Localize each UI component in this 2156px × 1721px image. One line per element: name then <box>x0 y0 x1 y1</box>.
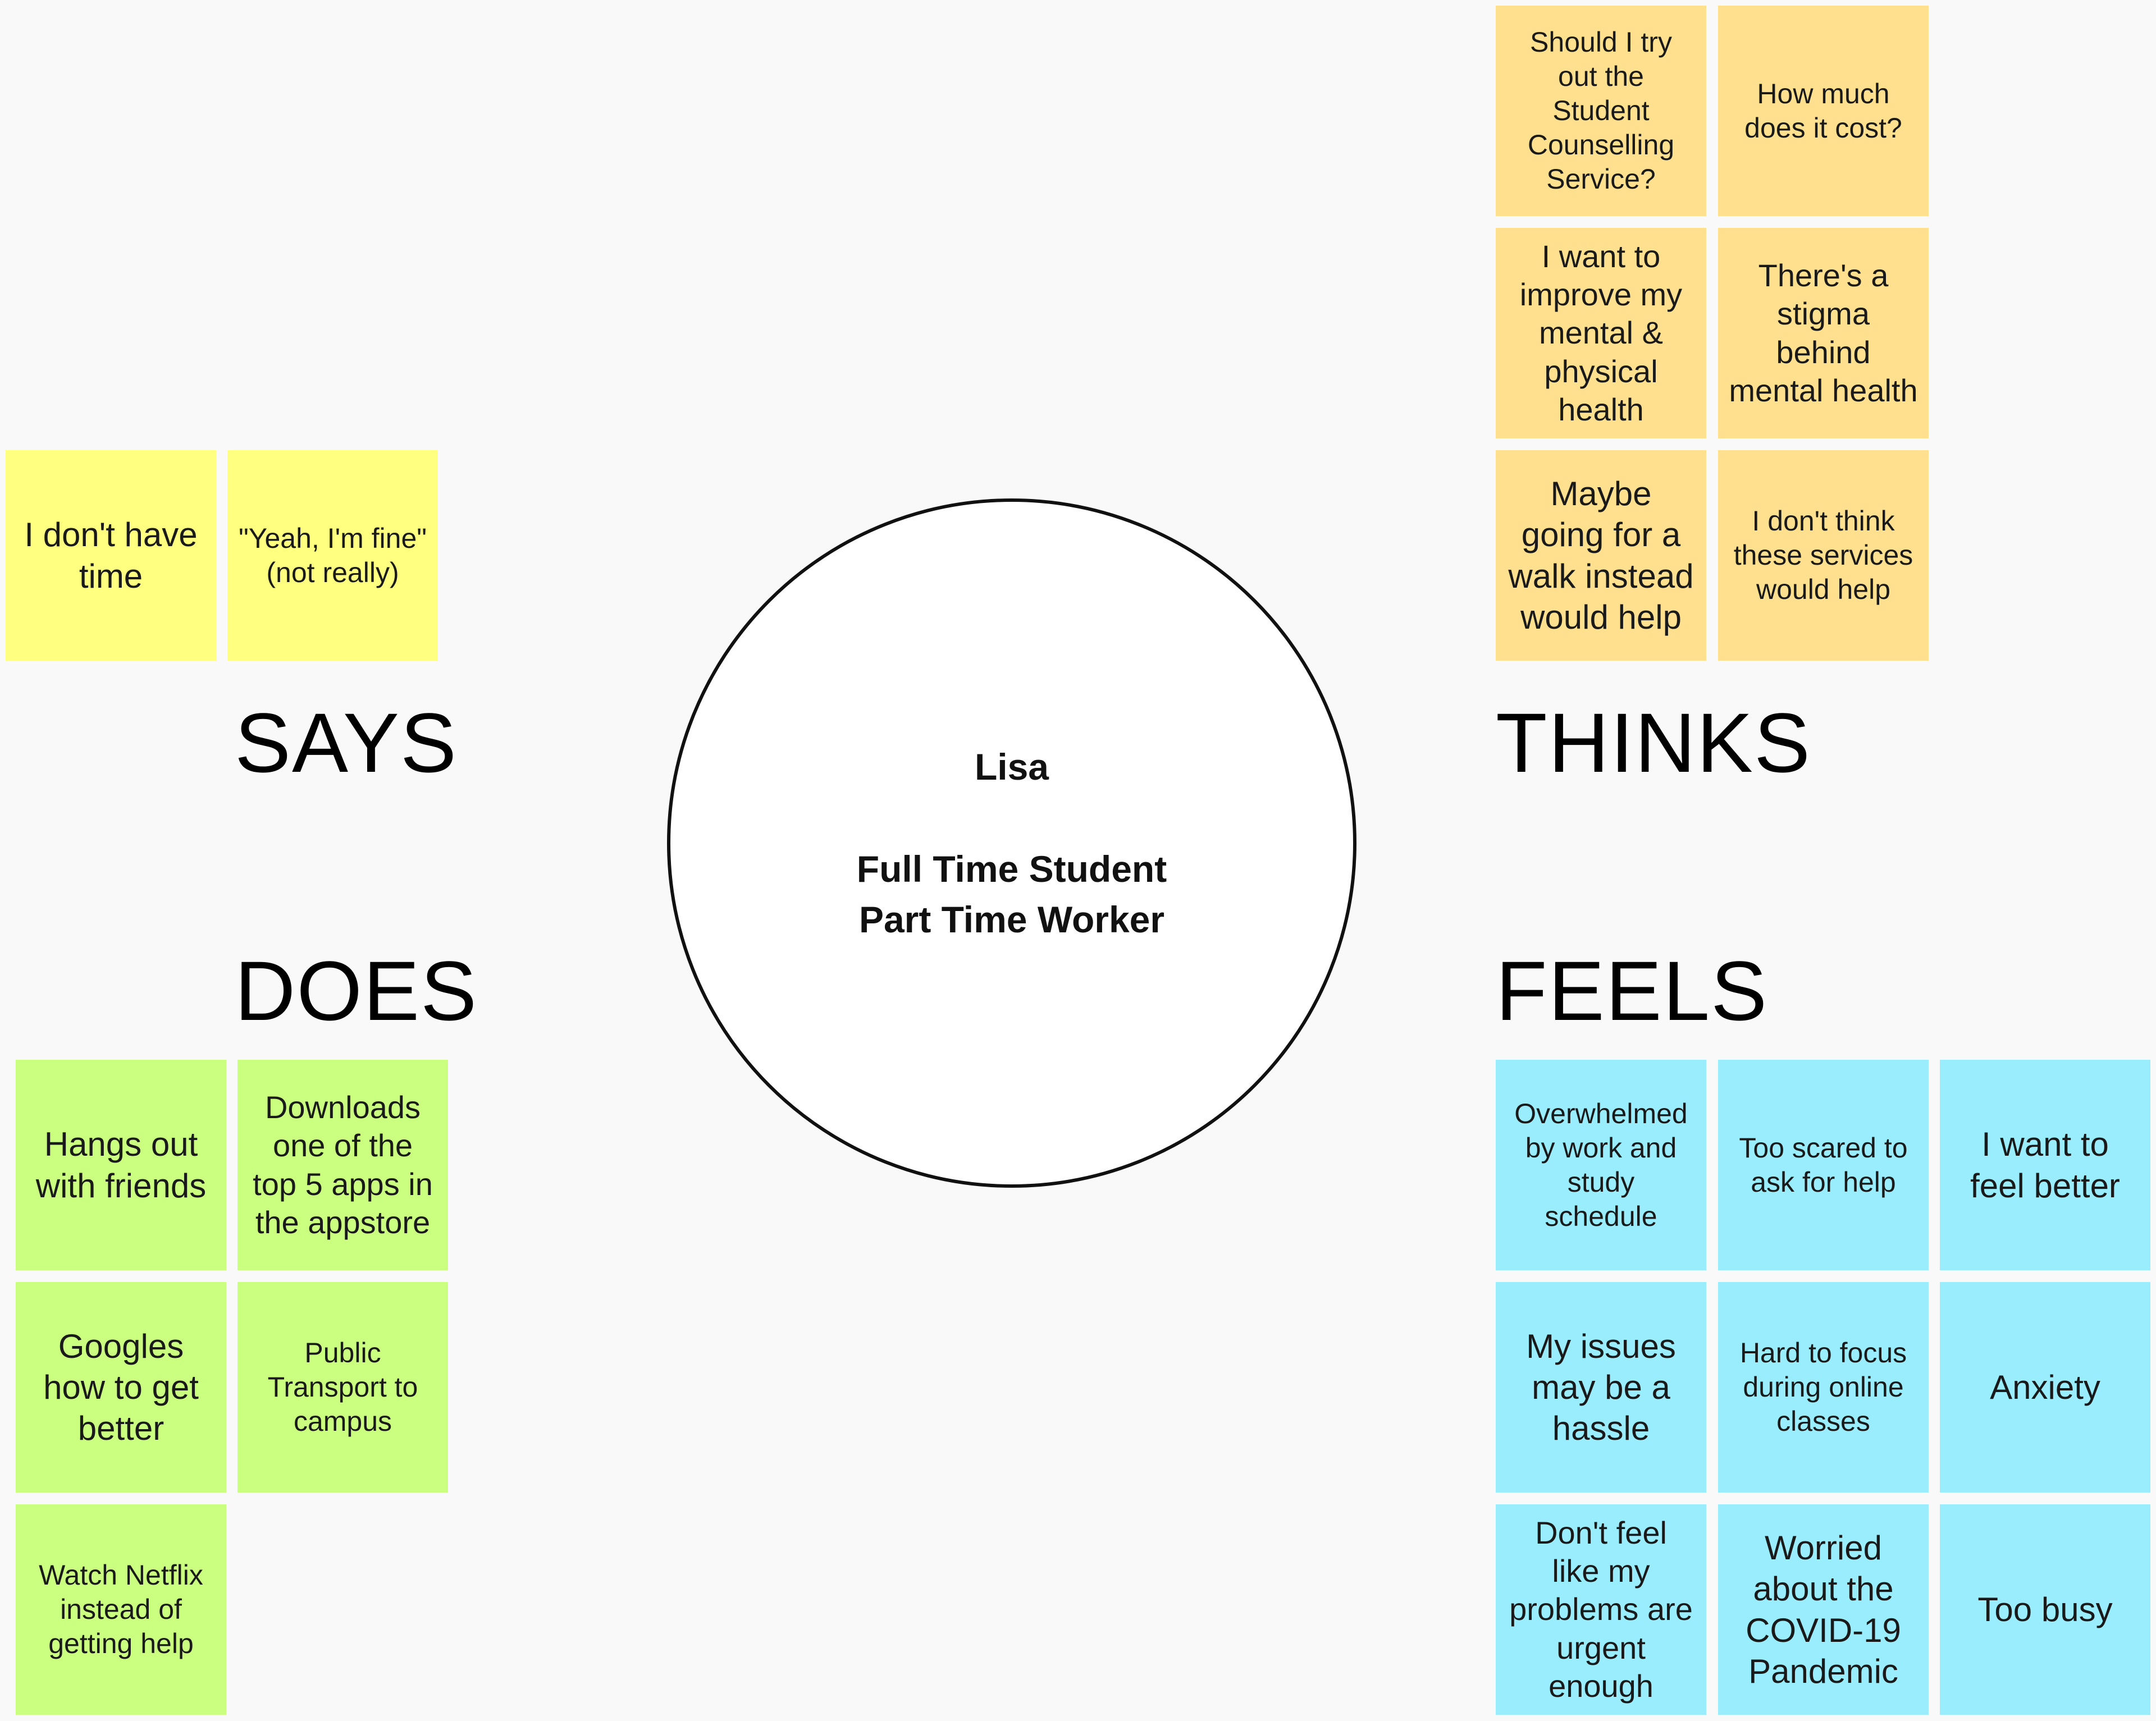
thinks-note[interactable]: I want to improve my mental & physical h… <box>1496 228 1706 438</box>
persona-circle <box>667 498 1356 1188</box>
feels-note[interactable]: Don't feel like my problems are urgent e… <box>1496 1504 1706 1715</box>
note-text: Watch Netflix instead of getting help <box>39 1559 203 1659</box>
does-note[interactable]: Googles how to get better <box>16 1282 226 1493</box>
note-text: Public Transport to campus <box>267 1337 418 1437</box>
feels-note[interactable]: Overwhelmed by work and study schedule <box>1496 1060 1706 1270</box>
note-text: Overwhelmed by work and study schedule <box>1514 1097 1688 1232</box>
note-text: Hangs out with friends <box>35 1125 207 1205</box>
does-note[interactable]: Hangs out with friends <box>16 1060 226 1270</box>
note-text: Worried about the COVID-19 Pandemic <box>1746 1529 1901 1690</box>
does-note[interactable]: Public Transport to campus <box>237 1282 448 1493</box>
note-text: Hard to focus during online classes <box>1739 1337 1907 1437</box>
feels-note[interactable]: Hard to focus during online classes <box>1718 1282 1929 1493</box>
note-text: Maybe going for a walk instead would hel… <box>1508 475 1694 636</box>
note-text: My issues may be a hassle <box>1526 1327 1676 1448</box>
note-text: There's a stigma behind mental health <box>1729 257 1918 408</box>
note-text: I don't think these services would help <box>1733 505 1913 605</box>
feels-note[interactable]: Worried about the COVID-19 Pandemic <box>1718 1504 1929 1715</box>
note-text: I want to feel better <box>1970 1125 2120 1205</box>
note-text: I want to improve my mental & physical h… <box>1519 238 1683 427</box>
note-text: Anxiety <box>1990 1368 2100 1406</box>
note-text: I don't have time <box>24 516 198 595</box>
feels-note[interactable]: I want to feel better <box>1940 1060 2150 1270</box>
thinks-note[interactable]: There's a stigma behind mental health <box>1718 228 1929 438</box>
persona-role-2: Part Time Worker <box>858 899 1165 940</box>
note-text: Should I try out the Student Counselling… <box>1527 26 1675 195</box>
says-note[interactable]: "Yeah, I'm fine" (not really) <box>227 450 438 661</box>
feels-note[interactable]: Too busy <box>1940 1504 2150 1715</box>
says-heading: SAYS <box>235 695 458 790</box>
thinks-note[interactable]: How much does it cost? <box>1718 6 1929 216</box>
note-text: How much does it cost? <box>1744 77 1902 144</box>
does-heading: DOES <box>235 944 478 1038</box>
thinks-note[interactable]: I don't think these services would help <box>1718 450 1929 661</box>
does-note[interactable]: Watch Netflix instead of getting help <box>16 1504 226 1715</box>
does-note[interactable]: Downloads one of the top 5 apps in the a… <box>237 1060 448 1270</box>
note-text: Don't feel like my problems are urgent e… <box>1509 1514 1693 1704</box>
note-text: "Yeah, I'm fine" (not really) <box>238 522 427 588</box>
thinks-note[interactable]: Maybe going for a walk instead would hel… <box>1496 450 1706 661</box>
note-text: Downloads one of the top 5 apps in the a… <box>253 1089 433 1240</box>
thinks-note[interactable]: Should I try out the Student Counselling… <box>1496 6 1706 216</box>
feels-note[interactable]: Too scared to ask for help <box>1718 1060 1929 1270</box>
feels-note[interactable]: Anxiety <box>1940 1282 2150 1493</box>
feels-note[interactable]: My issues may be a hassle <box>1496 1282 1706 1493</box>
persona-name: Lisa <box>974 746 1049 788</box>
note-text: Googles how to get better <box>43 1327 199 1448</box>
persona-role-1: Full Time Student <box>856 848 1167 890</box>
says-note[interactable]: I don't have time <box>6 450 216 661</box>
note-text: Too scared to ask for help <box>1739 1132 1908 1198</box>
thinks-heading: THINKS <box>1496 695 1812 790</box>
feels-heading: FEELS <box>1496 944 1769 1038</box>
note-text: Too busy <box>1977 1590 2113 1628</box>
